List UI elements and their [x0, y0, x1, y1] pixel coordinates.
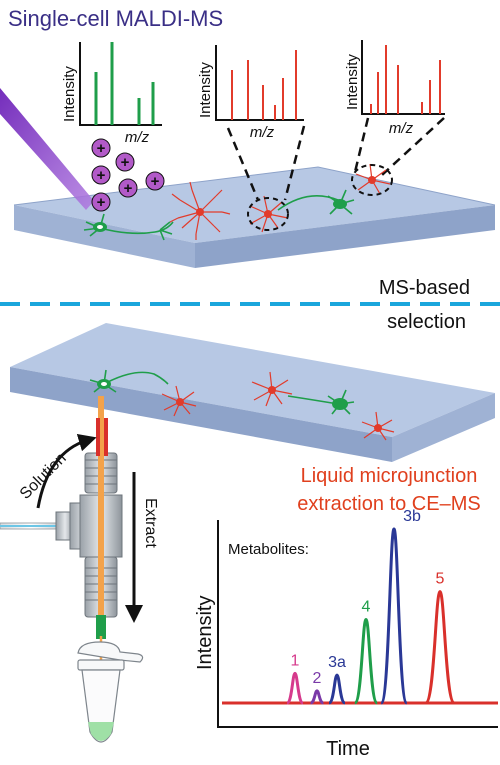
ep-peak-label: 5 [436, 571, 445, 588]
ep-peak-2 [310, 689, 324, 705]
neuron-network-top [83, 163, 393, 241]
inset-xlabel: m/z [250, 124, 275, 141]
neuron-network-bottom [89, 369, 395, 441]
ion: + [115, 152, 135, 172]
neuron-red [169, 181, 231, 240]
ion: + [91, 192, 111, 212]
ep-peak-5 [424, 590, 456, 705]
inset-spectrum-green: Intensity m/z [61, 42, 162, 146]
page-title: Single-cell MALDI-MS [8, 6, 223, 31]
ion-cloud: + + + + + + [91, 138, 165, 212]
extract-label: Extract [142, 498, 159, 548]
laser-beam [0, 88, 94, 210]
ep-peak-1 [285, 671, 305, 705]
ep-axes [217, 520, 498, 728]
sampling-slide [10, 323, 495, 462]
extraction-line1: Liquid microjunction [301, 465, 478, 487]
svg-text:+: + [97, 140, 106, 157]
divider-label-line2: selection [387, 311, 466, 333]
microjunction-probe [0, 396, 123, 724]
ep-peak-3b [379, 527, 409, 705]
ep-xlabel: Time [326, 738, 370, 760]
ep-peak-label: 1 [291, 652, 300, 669]
ep-peak-label: 3a [328, 654, 346, 671]
inset-spectrum-red-1: Intensity m/z [197, 45, 304, 141]
ion: + [118, 178, 138, 198]
svg-text:+: + [124, 180, 133, 197]
zoom-lines [226, 117, 445, 201]
selection-circle [351, 164, 393, 196]
inset-ylabel: Intensity [197, 62, 214, 118]
electropherogram: Intensity Time Metabolites: 12 3a 4 3b 5 [194, 508, 498, 760]
ion: + [145, 171, 165, 191]
ion: + [91, 138, 111, 158]
selection-circle [247, 197, 289, 231]
divider-label-line1: MS-based [379, 277, 470, 299]
ep-peak-label: 4 [362, 598, 371, 615]
svg-text:+: + [151, 173, 160, 190]
svg-text:+: + [97, 194, 106, 211]
ion: + [91, 165, 111, 185]
inset-spectrum-red-2: Intensity m/z [344, 40, 445, 137]
neuron-green [83, 213, 174, 241]
extraction-line2: extraction to CE–MS [297, 493, 480, 515]
ep-peak-label: 2 [313, 670, 322, 687]
inset-ylabel: Intensity [61, 66, 78, 122]
inset-ylabel: Intensity [344, 54, 361, 110]
ep-peak-label: 3b [403, 508, 421, 525]
solution-label: Solution [17, 450, 70, 503]
maldi-slide [13, 166, 496, 268]
inset-xlabel: m/z [389, 120, 414, 137]
ep-peak-4 [353, 617, 379, 705]
solution-arrow [36, 433, 97, 509]
ep-ylabel: Intensity [194, 596, 216, 670]
ep-peak-3a [328, 673, 346, 705]
collection-vial [77, 641, 144, 743]
svg-text:+: + [97, 167, 106, 184]
metabolites-label: Metabolites: [228, 541, 309, 558]
inset-xlabel: m/z [125, 129, 150, 146]
svg-text:+: + [121, 154, 130, 171]
ep-peaks: 12 3a 4 3b 5 [222, 508, 498, 705]
